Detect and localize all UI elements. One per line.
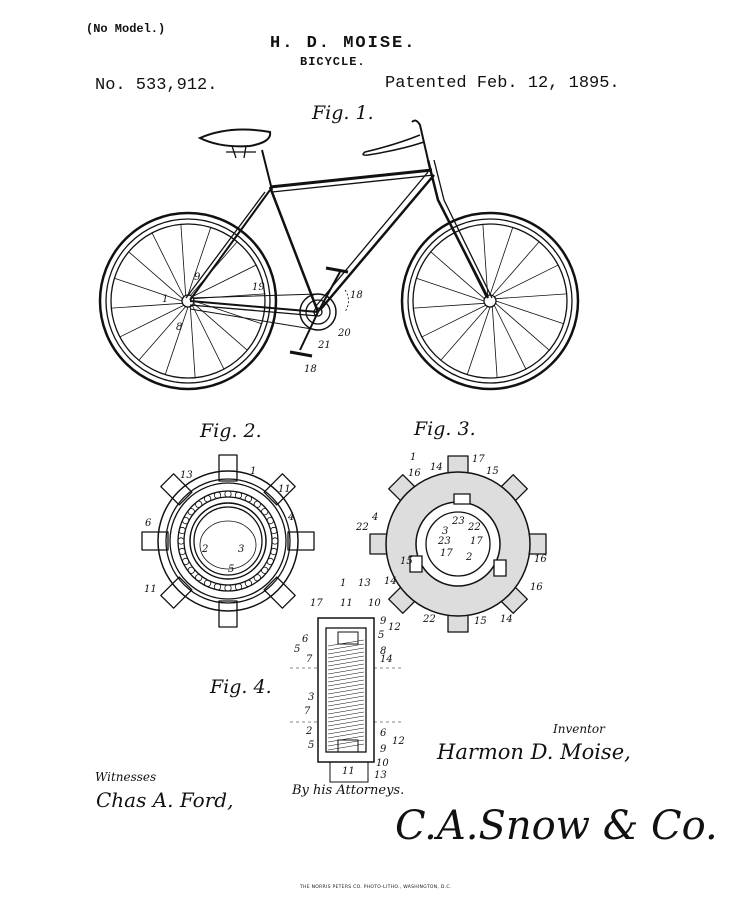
fig2-ref-2: 1 — [250, 466, 256, 477]
fig-4-label: Fig. 4. — [210, 676, 272, 698]
fig2-ref-8: 5 — [228, 564, 234, 575]
fig4-ref-9: 6 — [302, 634, 309, 645]
fig3-ref-9: 22 — [467, 522, 481, 533]
fig4-ref-19: 12 — [392, 736, 405, 747]
fig3-ref-5: 15 — [486, 466, 499, 477]
fig1-ref-5: 18 — [350, 290, 363, 301]
fig3-ref-19: 22 — [422, 614, 436, 625]
fig-2-drawing — [141, 454, 315, 628]
fig4-ref-23: 13 — [374, 770, 387, 781]
witnesses-label: Witnesses — [95, 770, 157, 784]
fig4-ref-2: 13 — [358, 578, 371, 589]
bicycle-drawing — [98, 119, 580, 391]
fig4-ref-16: 2 — [305, 726, 312, 737]
printer-footer: THE NORRIS PETERS CO. PHOTO-LITHO., WASH… — [300, 885, 452, 890]
fig4-ref-21: 10 — [376, 758, 389, 769]
fig4-ref-1: 1 — [340, 578, 346, 589]
fig3-ref-3: 14 — [430, 462, 443, 473]
fig4-ref-17: 5 — [308, 740, 314, 751]
fig3-ref-13: 17 — [440, 548, 453, 559]
by-attorneys-label: By his Attorneys. — [292, 783, 405, 798]
fig-4-drawing — [290, 617, 402, 783]
fig1-ref-2: 1 — [162, 294, 168, 305]
fig2-ref-5: 4 — [287, 512, 294, 523]
fig4-ref-7: 12 — [388, 622, 401, 633]
fig3-ref-11: 23 — [437, 536, 451, 547]
fig1-ref-1: 9 — [194, 272, 201, 283]
fig4-ref-12: 8 — [380, 646, 386, 657]
fig2-ref-6: 2 — [201, 544, 208, 555]
witness-signature: Chas A. Ford, — [96, 788, 234, 812]
inventor-signature: Harmon D. Moise, — [437, 740, 631, 764]
fig1-ref-3: 8 — [176, 322, 182, 333]
inventor-name-heading: H. D. MOISE. — [270, 34, 417, 53]
fig-1-label: Fig. 1. — [312, 102, 374, 124]
fig3-ref-7: 22 — [355, 522, 369, 533]
attorneys-signature: C.A.Snow & Co. — [395, 803, 718, 849]
fig3-ref-20: 15 — [474, 616, 487, 627]
fig3-ref-15: 2 — [465, 552, 472, 563]
patent-date: Patented Feb. 12, 1895. — [385, 74, 620, 93]
fig1-ref-7: 21 — [317, 340, 331, 351]
fig1-ref-8: 18 — [304, 364, 317, 375]
inventor-label: Inventor — [553, 722, 605, 736]
patent-number: No. 533,912. — [95, 76, 218, 95]
fig4-ref-4: 11 — [340, 598, 353, 609]
fig1-ref-4: 19 — [252, 282, 265, 293]
fig2-ref-7: 3 — [238, 544, 244, 555]
fig3-ref-6: 4 — [371, 512, 378, 523]
fig4-ref-8: 5 — [378, 630, 384, 641]
fig4-ref-15: 7 — [304, 706, 311, 717]
fig3-ref-12: 17 — [470, 536, 483, 547]
fig4-ref-18: 6 — [380, 728, 387, 739]
no-model-label: (No Model.) — [86, 22, 166, 36]
fig3-ref-16: 16 — [534, 554, 547, 565]
fig3-ref-4: 17 — [472, 454, 485, 465]
fig4-ref-13: 14 — [380, 654, 393, 665]
fig3-ref-18: 16 — [530, 582, 543, 593]
fig-3-drawing — [369, 455, 547, 633]
fig2-ref-9: 11 — [144, 584, 157, 595]
fig2-ref-4: 6 — [145, 518, 152, 529]
fig4-ref-20: 9 — [380, 744, 387, 755]
fig4-ref-5: 10 — [368, 598, 381, 609]
fig3-ref-1: 1 — [410, 452, 416, 463]
fig3-ref-8: 23 — [451, 516, 465, 527]
fig-2-label: Fig. 2. — [200, 420, 262, 442]
fig4-ref-10: 5 — [294, 644, 300, 655]
fig3-ref-17: 14 — [384, 576, 397, 587]
patent-title: BICYCLE. — [300, 55, 366, 69]
fig3-ref-10: 3 — [442, 526, 448, 537]
fig1-ref-6: 20 — [337, 328, 351, 339]
fig2-ref-3: 11 — [278, 484, 291, 495]
fig4-ref-14: 3 — [308, 692, 314, 703]
fig2-ref-1: 13 — [180, 470, 193, 481]
fig-3-label: Fig. 3. — [414, 418, 476, 440]
fig4-ref-6: 9 — [380, 616, 387, 627]
fig3-ref-21: 14 — [500, 614, 513, 625]
fig4-ref-3: 17 — [310, 598, 323, 609]
fig4-ref-22: 11 — [342, 766, 355, 777]
fig3-ref-14: 15 — [400, 556, 413, 567]
fig4-ref-11: 7 — [306, 654, 313, 665]
fig3-ref-2: 16 — [408, 468, 421, 479]
